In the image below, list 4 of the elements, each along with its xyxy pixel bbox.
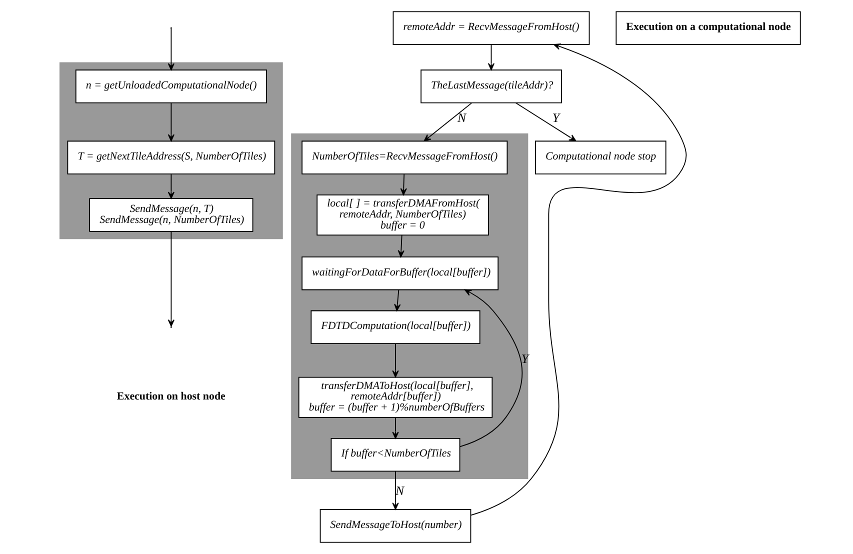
- label: Execution on host node: [116, 390, 226, 402]
- edge-label: Y: [521, 352, 528, 366]
- edge-label: Y: [552, 111, 560, 126]
- edge-label: N: [458, 111, 466, 126]
